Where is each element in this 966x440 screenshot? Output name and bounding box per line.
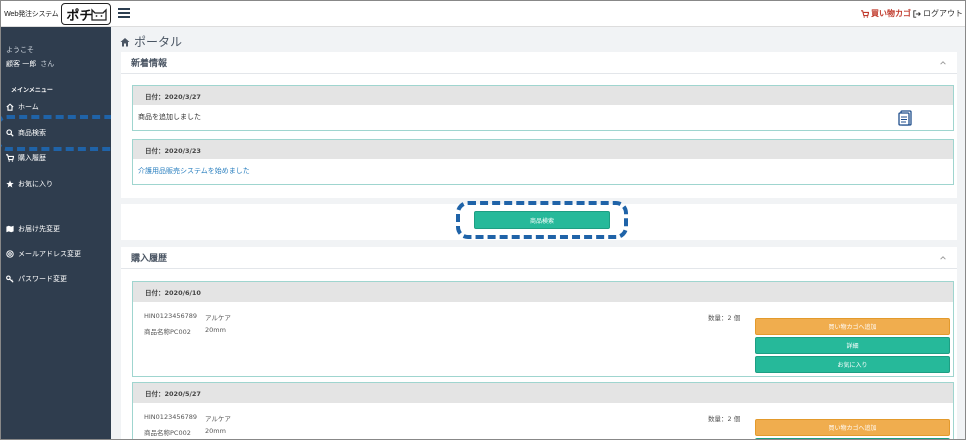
key-icon [6, 275, 14, 283]
sidebar-item-history[interactable]: 購入履歴 [6, 153, 46, 163]
history-panel-title: 購入履歴 [131, 254, 168, 264]
product-size: 20mm [205, 326, 226, 334]
cart-label: 買い物カゴ [871, 9, 911, 18]
news-date: 日付：2020/3/23 [133, 140, 953, 159]
sidebar-item-label: 購入履歴 [18, 154, 46, 162]
chevron-up-icon[interactable] [939, 254, 947, 262]
news-text: 商品を追加しました [138, 113, 201, 121]
star-icon [6, 180, 14, 188]
add-to-cart-button[interactable]: 買い物カゴへ追加 [755, 318, 950, 335]
history-panel: 購入履歴 日付：2020/6/10 HIN0123456789 アルケア 商品名… [121, 247, 957, 439]
detail-button[interactable]: 詳細 [755, 337, 950, 354]
map-icon [6, 225, 14, 233]
product-size: 20mm [205, 427, 226, 435]
search-strip: 商品検索 [121, 201, 957, 240]
news-panel-header: 新着情報 [121, 52, 957, 74]
order-card: 日付：2020/5/27 HIN0123456789 アルケア 商品名称PC00… [132, 382, 954, 439]
welcome-text: ようこそ [6, 46, 34, 54]
sign-out-icon [913, 9, 921, 18]
news-panel: 新着情報 日付：2020/3/27 商品を追加しました 日付：2020/3/23… [121, 52, 957, 198]
news-link[interactable]: 介護用品販売システムを始めました [138, 167, 250, 175]
home-icon [120, 37, 130, 46]
sidebar-item-label: メールアドレス変更 [18, 250, 81, 258]
search-icon [6, 129, 14, 137]
honorific: さん [40, 60, 55, 68]
product-search-button[interactable]: 商品検索 [474, 211, 610, 229]
user-name-value: 顧客 一郎 [6, 60, 37, 68]
maker-name: アルケア [205, 314, 231, 322]
user-name: 顧客 一郎さん [6, 59, 54, 69]
logo-text: ポチ [66, 8, 93, 24]
order-card: 日付：2020/6/10 HIN0123456789 アルケア 商品名称PC00… [132, 281, 954, 377]
top-navbar: Web発注システム ポチ 買い物カゴ [1, 1, 965, 27]
sidebar-item-label: 商品検索 [18, 129, 46, 137]
search-button-highlight-callout [456, 201, 628, 239]
order-date: 日付：2020/5/27 [133, 383, 953, 403]
chevron-up-icon[interactable] [939, 59, 947, 67]
cart-link[interactable]: 買い物カゴ [861, 8, 911, 19]
document-icon[interactable] [898, 110, 912, 126]
main-content: ポータル 新着情報 日付：2020/3/27 商品を追加しました 日付：2020… [111, 27, 965, 439]
order-date: 日付：2020/6/10 [133, 282, 953, 302]
sidebar-item-label: ホーム [18, 103, 39, 111]
sidebar-item-email[interactable]: メールアドレス変更 [6, 249, 81, 259]
sidebar-item-label: お気に入り [18, 180, 53, 188]
favorite-button[interactable]: お気に入り [755, 356, 950, 373]
home-icon [6, 103, 14, 111]
news-card: 日付：2020/3/23 介護用品販売システムを始めました [132, 139, 954, 185]
news-card: 日付：2020/3/27 商品を追加しました [132, 85, 954, 131]
cat-logo-icon [91, 8, 107, 21]
sidebar-item-search[interactable]: 商品検索 [6, 128, 46, 138]
search-highlight-callout [1, 115, 122, 151]
quantity: 数量：2 個 [708, 314, 741, 322]
brand: Web発注システム ポチ [1, 1, 111, 27]
at-icon [6, 250, 14, 258]
logout-link[interactable]: ログアウト [913, 8, 963, 19]
product-code: HIN0123456789 [144, 413, 198, 421]
sidebar-item-label: パスワード変更 [18, 275, 67, 283]
product-code: HIN0123456789 [144, 312, 198, 320]
logo[interactable]: ポチ [61, 3, 111, 25]
maker-name: アルケア [205, 415, 231, 423]
menu-toggle-button[interactable] [118, 6, 130, 20]
cart-icon [6, 154, 14, 162]
menu-heading: メインメニュー [11, 87, 53, 94]
history-panel-header: 購入履歴 [121, 247, 957, 269]
sidebar-item-home[interactable]: ホーム [6, 102, 39, 112]
sidebar-item-favorites[interactable]: お気に入り [6, 179, 53, 189]
sidebar-item-password[interactable]: パスワード変更 [6, 274, 67, 284]
page-title-text: ポータル [134, 35, 183, 49]
page-title: ポータル [120, 33, 182, 50]
brand-caption: Web発注システム [4, 10, 59, 18]
detail-button[interactable] [755, 438, 950, 439]
add-to-cart-button[interactable]: 買い物カゴへ追加 [755, 419, 950, 436]
quantity: 数量：2 個 [708, 415, 741, 423]
sidebar-item-address[interactable]: お届け先変更 [6, 224, 60, 234]
sidebar-item-label: お届け先変更 [18, 225, 60, 233]
news-panel-title: 新着情報 [131, 59, 168, 69]
product-name: 商品名称PC002 [144, 328, 191, 336]
logout-label: ログアウト [923, 9, 963, 18]
product-name: 商品名称PC002 [144, 429, 191, 437]
cart-icon [861, 9, 869, 18]
sidebar: ようこそ 顧客 一郎さん メインメニュー ホーム 商品検索 購入履歴 お気に入り… [1, 27, 122, 439]
news-date: 日付：2020/3/27 [133, 86, 953, 105]
